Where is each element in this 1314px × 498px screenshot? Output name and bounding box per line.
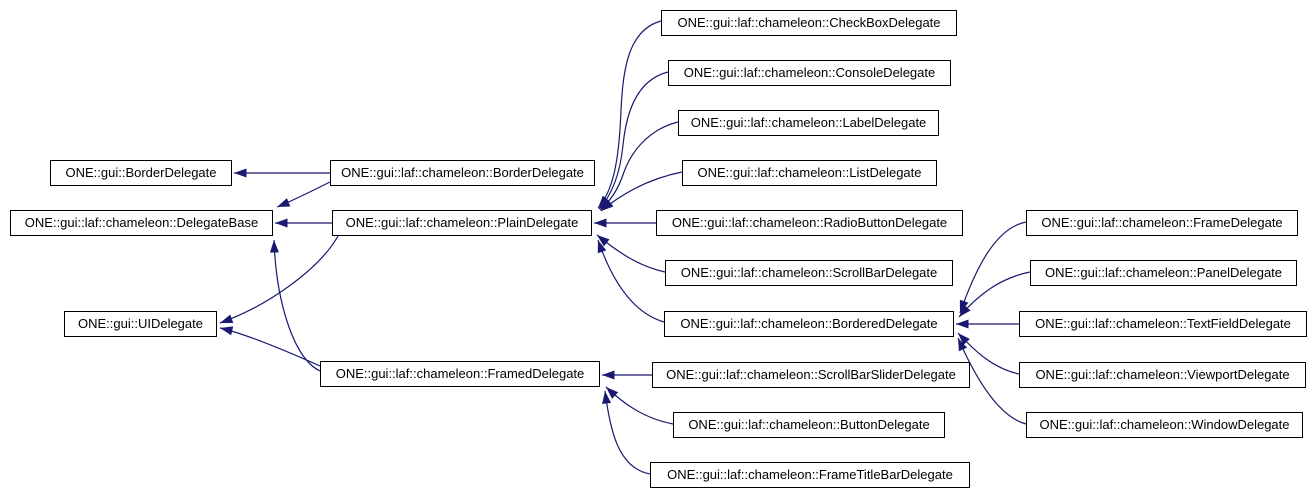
edge-bordereddelegate-to-plaindelegate — [597, 239, 665, 323]
edge-frameddelegate-to-uidelegate — [219, 326, 321, 367]
node-button-delegate[interactable]: ONE::gui::laf::chameleon::ButtonDelegate — [673, 412, 945, 438]
node-radio-button-delegate[interactable]: ONE::gui::laf::chameleon::RadioButtonDel… — [656, 210, 963, 236]
node-list-delegate[interactable]: ONE::gui::laf::chameleon::ListDelegate — [682, 160, 937, 186]
edge-frametitlebardelegate-to-frameddelegate — [602, 390, 651, 475]
node-scrollbar-delegate[interactable]: ONE::gui::laf::chameleon::ScrollBarDeleg… — [665, 260, 953, 286]
edge-chamborderdelegate-to-delegatebase — [276, 181, 331, 208]
node-scrollbar-slider-delegate[interactable]: ONE::gui::laf::chameleon::ScrollBarSlide… — [652, 362, 970, 388]
node-frame-delegate[interactable]: ONE::gui::laf::chameleon::FrameDelegate — [1026, 210, 1298, 236]
edge-scrollbardelegate-to-plaindelegate — [596, 234, 666, 273]
node-console-delegate[interactable]: ONE::gui::laf::chameleon::ConsoleDelegat… — [668, 60, 951, 86]
node-checkbox-delegate[interactable]: ONE::gui::laf::chameleon::CheckBoxDelega… — [661, 10, 957, 36]
node-panel-delegate[interactable]: ONE::gui::laf::chameleon::PanelDelegate — [1030, 260, 1297, 286]
edge-consoledelegate-to-plaindelegate — [598, 71, 669, 210]
node-label-delegate[interactable]: ONE::gui::laf::chameleon::LabelDelegate — [678, 110, 939, 136]
edge-framedelegate-to-bordereddelegate — [959, 221, 1027, 314]
node-bordered-delegate[interactable]: ONE::gui::laf::chameleon::BorderedDelega… — [664, 311, 954, 337]
edge-listdelegate-to-plaindelegate — [600, 171, 683, 212]
edge-plaindelegate-to-uidelegate — [219, 235, 339, 324]
node-window-delegate[interactable]: ONE::gui::laf::chameleon::WindowDelegate — [1026, 412, 1303, 438]
node-frame-titlebar-delegate[interactable]: ONE::gui::laf::chameleon::FrameTitleBarD… — [650, 462, 970, 488]
node-ui-delegate[interactable]: ONE::gui::UIDelegate — [64, 311, 217, 337]
node-plain-delegate[interactable]: ONE::gui::laf::chameleon::PlainDelegate — [332, 210, 592, 236]
edge-buttondelegate-to-frameddelegate — [605, 386, 674, 425]
node-gui-border-delegate[interactable]: ONE::gui::BorderDelegate — [50, 160, 232, 186]
edge-checkboxdelegate-to-plaindelegate — [597, 20, 662, 209]
edge-windowdelegate-to-bordereddelegate — [957, 337, 1027, 425]
node-delegate-base[interactable]: ONE::gui::laf::chameleon::DelegateBase — [10, 210, 273, 236]
edge-paneldelegate-to-bordereddelegate — [958, 271, 1031, 318]
node-framed-delegate[interactable]: ONE::gui::laf::chameleon::FramedDelegate — [320, 361, 600, 387]
edge-viewportdelegate-to-bordereddelegate — [957, 332, 1020, 375]
node-chameleon-border-delegate[interactable]: ONE::gui::laf::chameleon::BorderDelegate — [330, 160, 595, 186]
node-viewport-delegate[interactable]: ONE::gui::laf::chameleon::ViewportDelega… — [1019, 362, 1306, 388]
node-textfield-delegate[interactable]: ONE::gui::laf::chameleon::TextFieldDeleg… — [1019, 311, 1307, 337]
edge-labeldelegate-to-plaindelegate — [599, 121, 679, 211]
edge-frameddelegate-to-delegatebase — [269, 239, 321, 372]
